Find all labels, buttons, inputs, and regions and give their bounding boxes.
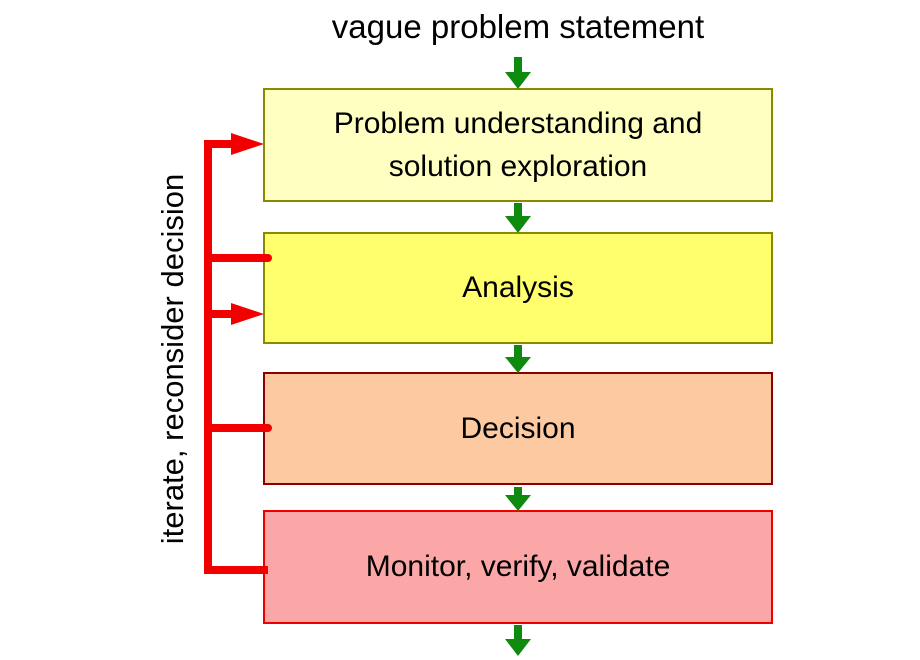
flow-arrow-monitor-output [505,625,531,656]
box-problem-understanding: Problem understanding and solution explo… [263,88,773,202]
box-decision: Decision [263,372,773,485]
box-analysis-label: Analysis [462,271,574,305]
feedback-arrowhead-into-problem [231,133,264,155]
feedback-spine [204,140,268,574]
box-decision-label: Decision [460,411,576,445]
flow-arrow-analysis-to-decision [505,345,531,373]
flow-arrow-problem-to-analysis [505,203,531,233]
box-monitor-verify-validate: Monitor, verify, validate [263,510,773,624]
diagram-title: vague problem statement [331,8,705,45]
feedback-arrowhead-into-analysis [231,303,264,325]
box-problem-understanding-label: Problem understanding and solution explo… [333,106,703,184]
feedback-loop [204,133,272,574]
flow-arrow-statement-to-problem [505,57,531,89]
flow-arrow-decision-to-monitor [505,487,531,511]
box-analysis: Analysis [263,232,773,344]
box-monitor-verify-validate-label: Monitor, verify, validate [365,550,671,584]
